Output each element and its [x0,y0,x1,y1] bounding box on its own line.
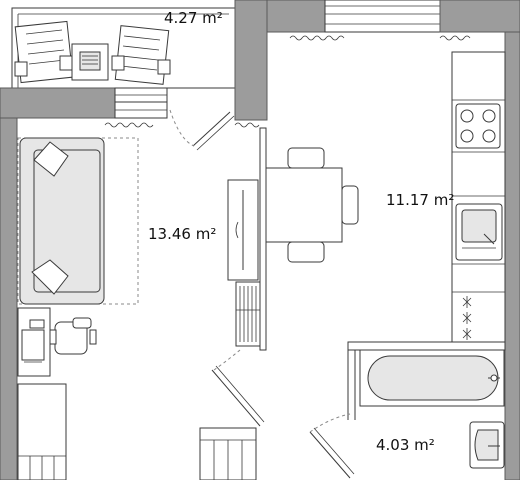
balcony-wall [0,87,116,119]
hall-cabinet [199,427,257,480]
dining-table [265,147,359,263]
living-room-door [211,369,261,427]
sofa [17,137,139,305]
tv-unit [227,179,259,281]
window-marks [104,35,471,128]
kitchen-sink [455,203,503,261]
range-hood [462,296,472,340]
bathroom-door [309,431,351,479]
balcony-chair-right [111,25,171,85]
balcony-area-label: 4.27 m² [164,9,223,27]
stove [455,103,501,149]
bathroom-area-label: 4.03 m² [376,436,435,454]
left-exterior-wall [0,87,18,480]
right-exterior-wall [504,31,520,480]
kitchen-area-label: 11.17 m² [386,191,455,209]
kitchen-window [324,0,441,33]
bathtub [359,349,505,407]
bathroom-wall [347,341,506,351]
desk [17,307,51,377]
living-room-area-label: 13.46 m² [148,225,217,243]
doors [169,109,355,479]
kitchen-top-wall [266,0,326,33]
balcony-door [192,111,231,147]
balcony-table [71,43,109,81]
kitchen-counter [451,51,506,343]
wardrobe [17,383,67,480]
partition-wall [259,127,267,351]
desk-chair [49,317,97,355]
central-pillar [234,0,268,121]
balcony-chair-left [14,20,74,84]
bookshelf [235,281,261,347]
washbasin [469,421,505,469]
